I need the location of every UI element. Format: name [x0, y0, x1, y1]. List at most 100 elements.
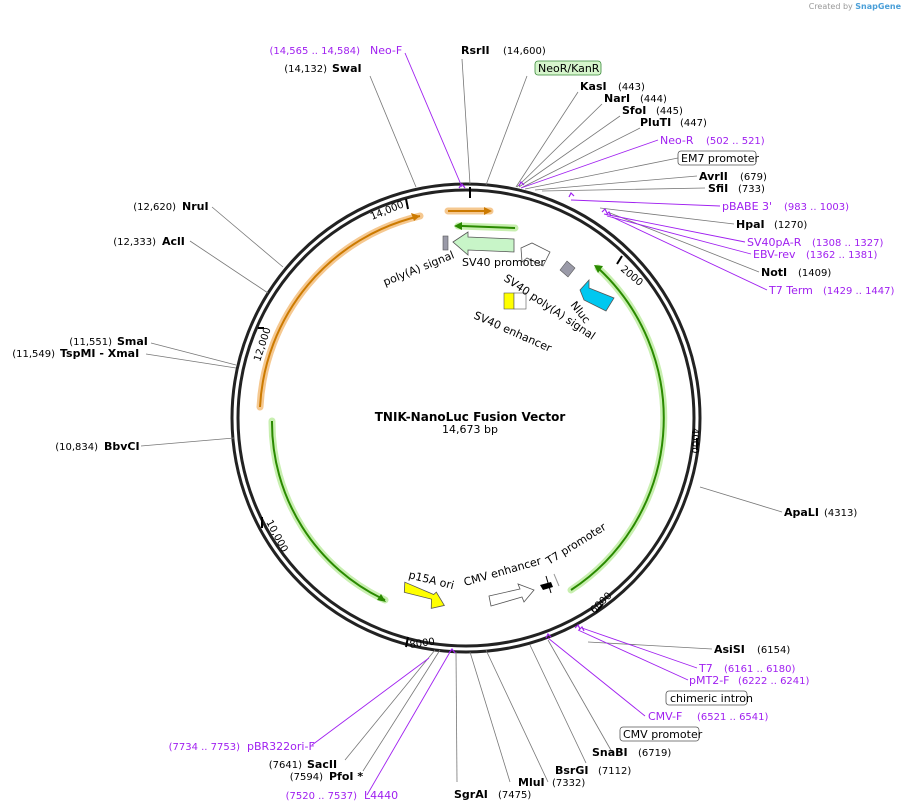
site-nrui-name: NruI — [182, 200, 209, 213]
site-t7term-pos: (1429 .. 1447) — [823, 286, 895, 297]
neo-arc — [461, 225, 516, 229]
site-sfoi-pos: (445) — [656, 106, 683, 117]
site-nari-pos: (444) — [640, 94, 667, 105]
sv40-polya-box — [559, 260, 576, 278]
em7-promoter-box — [677, 150, 757, 166]
site-l4440-name: L4440 — [364, 789, 398, 802]
site-pbr322-name: pBR322ori-F — [247, 740, 315, 753]
primer-markers — [448, 180, 612, 654]
leader-lines — [140, 58, 783, 783]
site-sacii-name: SacII — [307, 758, 337, 771]
site-sfoi-name: SfoI — [622, 104, 646, 117]
site-sfii-name: SfiI — [708, 182, 728, 195]
site-tspmi-pos: (11,549) — [12, 349, 55, 360]
site-noti-pos: (1409) — [798, 268, 831, 279]
site-tspmi-name: TspMI - XmaI — [60, 347, 139, 360]
site-ebvrev-pos: (1362 .. 1381) — [806, 250, 878, 261]
cmv-enhancer-arrow — [488, 583, 535, 607]
site-t7-name: T7 — [698, 662, 713, 675]
orf-small-arrowhead — [484, 207, 492, 215]
site-rsrii-name: RsrII — [461, 44, 490, 57]
label-sv40-enhancer: SV40 enhancer — [472, 309, 554, 355]
site-pbr322-pos: (7734 .. 7753) — [169, 742, 241, 753]
site-neor-name: Neo-R — [660, 134, 694, 147]
neo-arc-arrowhead — [454, 222, 462, 230]
tick-2000: 2000 — [618, 264, 645, 289]
label-sv40-promoter: SV40 promoter — [462, 256, 546, 269]
site-t7-pos: (6161 .. 6180) — [724, 664, 796, 675]
cds-arc — [570, 267, 665, 591]
site-swai-name: SwaI — [332, 62, 362, 75]
site-pbabe-name: pBABE 3' — [722, 200, 772, 213]
tick-4000: 4000 — [689, 428, 700, 453]
primer-leader-lines — [311, 52, 768, 796]
site-bsrgi-name: BsrGI — [555, 764, 588, 777]
site-sacii-pos: (7641) — [269, 760, 302, 771]
site-mlui-pos: (7332) — [552, 778, 585, 789]
polya-signal-box — [442, 235, 449, 251]
site-chimeric-name: chimeric intron — [670, 692, 753, 705]
t7-term-tick — [553, 573, 560, 587]
cds-arc-arrowhead — [594, 265, 603, 273]
credit-prefix: Created by — [808, 2, 853, 11]
site-rsrii-pos: (14,600) — [503, 46, 546, 57]
site-pfoi-pos: (7594) — [290, 772, 323, 783]
site-asisi-pos: (6154) — [757, 645, 790, 656]
site-smai-pos: (11,551) — [69, 337, 112, 348]
site-sv40pa-pos: (1308 .. 1327) — [812, 238, 884, 249]
chimeric-intron-box — [665, 690, 748, 706]
site-avrii-pos: (679) — [740, 172, 767, 183]
label-t7-promoter: T7 promoter — [543, 520, 609, 568]
backbone-outer — [230, 182, 702, 654]
tnik-arc-arrowhead — [377, 594, 386, 602]
site-acli-name: AclI — [162, 235, 185, 248]
site-pluti-pos: (447) — [680, 118, 707, 129]
site-snabi-name: SnaBI — [592, 746, 628, 759]
sv40-enhancer-yellow — [503, 292, 515, 310]
site-apali-pos: (4313) — [824, 508, 857, 519]
site-hpai-name: HpaI — [736, 218, 765, 231]
label-polya-signal: poly(A) signal — [381, 248, 456, 288]
site-snabi-pos: (6719) — [638, 748, 671, 759]
sv40-small-arrow — [520, 242, 551, 267]
site-pluti-name: PluTI — [640, 116, 671, 129]
t7-promoter-glyph — [540, 582, 553, 590]
site-hpai-pos: (1270) — [774, 220, 807, 231]
site-bbvci-name: BbvCI — [104, 440, 140, 453]
t7-promoter-tick — [545, 575, 552, 594]
site-asisi-name: AsiSI — [714, 643, 745, 656]
site-sgrai-pos: (7475) — [498, 790, 531, 801]
label-cmv-enhancer: CMV enhancer — [462, 554, 543, 589]
cmv-promoter-box — [619, 726, 700, 742]
site-sgrai-name: SgrAI — [454, 788, 488, 801]
tick-10000: 10,000 — [263, 518, 289, 554]
site-bbvci-pos: (10,834) — [55, 442, 98, 453]
site-kasi-name: KasI — [580, 80, 607, 93]
site-acli-pos: (12,333) — [113, 237, 156, 248]
site-pbabe-pos: (983 .. 1003) — [784, 202, 849, 213]
site-swai-pos: (14,132) — [284, 64, 327, 75]
backbone-inner — [236, 188, 696, 648]
site-sfii-pos: (733) — [738, 184, 765, 195]
site-pmt2-pos: (6222 .. 6241) — [738, 676, 810, 687]
site-em7-name: EM7 promoter — [681, 152, 759, 165]
neokanr-box — [534, 60, 602, 76]
site-neof-name: Neo-F — [370, 44, 402, 57]
site-pmt2-name: pMT2-F — [689, 674, 730, 687]
site-apali-name: ApaLI — [784, 506, 819, 519]
site-neor-pos: (502 .. 521) — [706, 136, 765, 147]
site-t7term-name: T7 Term — [768, 284, 813, 297]
nluc-arrow — [579, 278, 615, 312]
site-neof-pos: (14,565 .. 14,584) — [270, 46, 361, 57]
site-pfoi-name: PfoI * — [329, 770, 363, 783]
site-cmvprom-name: CMV promoter — [623, 728, 703, 741]
site-nrui-pos: (12,620) — [133, 202, 176, 213]
site-neokanr-name: NeoR/KanR — [538, 62, 600, 75]
credit-brand: SnapGene — [855, 2, 901, 11]
site-mlui-name: MluI — [518, 776, 545, 789]
map-title: TNIK-NanoLuc Fusion Vector — [375, 410, 566, 424]
orf-arc-arrowhead — [411, 213, 420, 221]
site-ebvrev-name: EBV-rev — [753, 248, 796, 261]
site-sv40pa-name: SV40pA-R — [747, 236, 802, 249]
